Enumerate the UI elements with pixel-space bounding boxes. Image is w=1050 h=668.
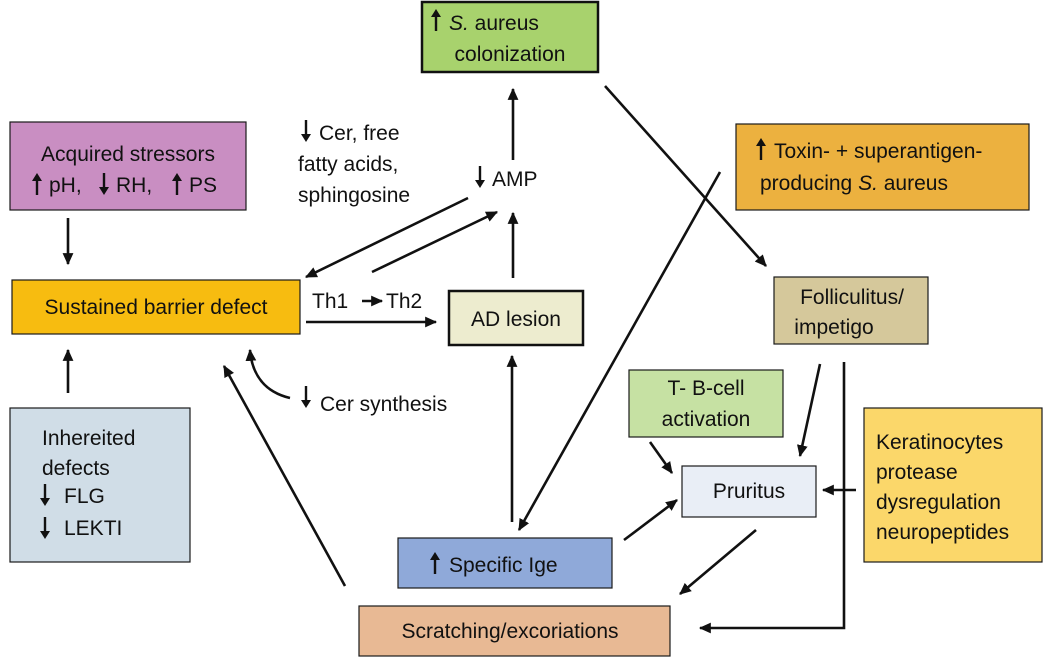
down-arrow-icon: [301, 120, 311, 142]
node-ad-lesion: AD lesion: [447, 289, 585, 347]
acquired-ph: pH,: [49, 174, 82, 197]
up-arrow-icon: [430, 552, 440, 574]
ige-box: [397, 537, 613, 589]
up-arrow-icon: [756, 138, 766, 160]
node-s-aureus-colonization: S. aureus colonization: [420, 0, 600, 74]
acquired-line1: Acquired stressors: [41, 143, 215, 166]
arrow-saureus-to-folliculitus: [604, 85, 767, 267]
acquired-rh: RH,: [116, 174, 152, 197]
tb-box: [628, 369, 784, 438]
arrow-tb-to-pruritus: [648, 441, 674, 474]
svg-text:producing S. aureus: producing S. aureus: [760, 172, 948, 195]
barrier-label: Sustained barrier defect: [45, 296, 268, 319]
tb-line2: activation: [662, 408, 751, 431]
arrow-toxin-to-ige: [517, 171, 722, 531]
connectors: [62, 85, 856, 634]
th1-label: Th1: [312, 290, 348, 313]
pruritus-label: Pruritus: [713, 480, 785, 503]
amp-label: AMP: [492, 168, 538, 191]
s-aureus-italic: S.: [449, 12, 469, 35]
ige-label: Specific Ige: [449, 554, 558, 577]
node-pruritus: Pruritus: [681, 465, 817, 518]
toxin-line2-pre: producing: [760, 172, 858, 195]
keratinocytes-line1: Keratinocytes: [876, 431, 1003, 454]
toxin-line2-post: aureus: [878, 172, 948, 195]
up-arrow-icon: [172, 173, 182, 195]
keratinocytes-box: [863, 407, 1043, 563]
arrow-cersynthesis-to-barrier: [245, 348, 291, 400]
keratinocytes-line3: dysregulation: [876, 491, 1001, 514]
tb-line1: T- B-cell: [667, 377, 744, 400]
arrow-folliculitus-to-scratching: [698, 362, 846, 634]
acquired-box: [9, 121, 247, 211]
svg-text:S. aureus: S. aureus: [449, 12, 539, 35]
down-arrow-icon: [475, 166, 485, 188]
up-arrow-icon: [431, 9, 441, 31]
inherited-lekti: LEKTI: [64, 517, 122, 540]
arrow-scratching-to-barrier: [222, 365, 347, 587]
keratinocytes-line4: neuropeptides: [876, 521, 1009, 544]
folliculitus-line2: impetigo: [794, 316, 873, 339]
node-toxin-superantigen: Toxin- + superantigen- producing S. aure…: [735, 123, 1030, 211]
keratinocytes-line2: protease: [876, 461, 958, 484]
toxin-line1: Toxin- + superantigen-: [774, 140, 982, 163]
s-aureus-box: [420, 0, 600, 74]
node-th1-th2: Th1 Th2: [312, 290, 422, 313]
acquired-ps: PS: [189, 174, 217, 197]
scratching-label: Scratching/excoriations: [401, 620, 618, 643]
inherited-flg: FLG: [64, 485, 105, 508]
arrow-barrier-to-amp: [371, 210, 498, 274]
barrier-box: [11, 279, 301, 335]
pruritus-box: [681, 465, 817, 518]
scratching-box: [358, 605, 671, 657]
node-specific-ige: Specific Ige: [397, 537, 613, 589]
down-arrow-icon: [40, 484, 50, 506]
cer-free-line1: Cer, free: [319, 122, 400, 145]
arrow-amp-to-barrier: [305, 196, 469, 279]
node-inherited-defects: Inhereited defects FLG LEKTI: [9, 407, 191, 563]
ad-lesion-label: AD lesion: [471, 308, 561, 331]
inherited-box: [9, 407, 191, 563]
s-aureus-rest: aureus: [469, 12, 539, 35]
node-cer-synthesis: Cer synthesis: [301, 386, 447, 416]
folliculitus-line1: Folliculitus/: [800, 286, 904, 309]
node-folliculitus-impetigo: Folliculitus/ impetigo: [773, 276, 929, 345]
folliculitus-box: [773, 276, 929, 345]
node-sustained-barrier-defect: Sustained barrier defect: [11, 279, 301, 335]
s-aureus-line2: colonization: [455, 43, 566, 66]
inherited-line2: defects: [42, 457, 110, 480]
node-acquired-stressors: Acquired stressors pH, RH, PS: [9, 121, 247, 211]
cer-free-line2: fatty acids,: [298, 153, 398, 176]
node-keratinocytes: Keratinocytes protease dysregulation neu…: [863, 407, 1043, 563]
toxin-box: [735, 123, 1030, 211]
node-cer-free-fatty-acids: Cer, free fatty acids, sphingosine: [298, 120, 410, 207]
th2-label: Th2: [386, 290, 422, 313]
up-arrow-icon: [32, 173, 42, 195]
ad-lesion-box: [447, 289, 585, 347]
arrow-pruritus-to-scratching: [679, 529, 757, 595]
inherited-line1: Inhereited: [42, 427, 135, 450]
arrow-ige-to-pruritus: [623, 498, 678, 542]
node-amp: AMP: [475, 166, 538, 191]
node-tb-cell-activation: T- B-cell activation: [628, 369, 784, 438]
down-arrow-icon: [99, 173, 109, 195]
cer-free-line3: sphingosine: [298, 184, 410, 207]
cer-synthesis-label: Cer synthesis: [320, 393, 447, 416]
node-scratching-excoriations: Scratching/excoriations: [358, 605, 671, 657]
toxin-line2-italic: S.: [858, 172, 878, 195]
arrow-folliculitus-to-pruritus: [797, 363, 822, 458]
down-arrow-icon: [301, 386, 311, 408]
down-arrow-icon: [40, 517, 50, 539]
